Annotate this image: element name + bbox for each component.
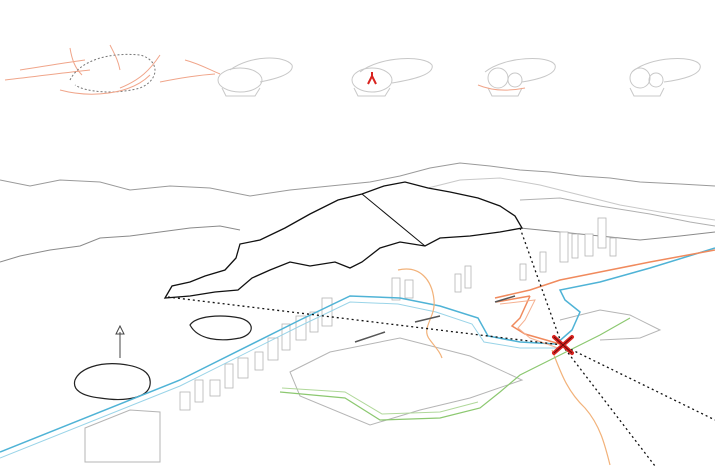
building (209, 379, 221, 397)
mountain-outline (163, 181, 524, 299)
building (571, 233, 579, 259)
waterfront-line-inner (0, 301, 560, 459)
concept-step-5 (629, 58, 701, 97)
waterfront-box (84, 409, 161, 463)
sightline-west (167, 296, 563, 346)
concept-step-4 (477, 58, 556, 97)
building (237, 357, 249, 379)
building (464, 265, 472, 289)
site-area-east (559, 309, 662, 341)
building (597, 217, 607, 249)
river-line-south (551, 349, 611, 466)
concept-step-3 (351, 58, 433, 97)
road-line-2 (499, 299, 559, 349)
site-area (289, 337, 524, 426)
far-ridge-line-2 (419, 177, 715, 221)
concept-step-1 (4, 44, 161, 95)
sightline-south (561, 344, 656, 467)
building (321, 297, 333, 327)
building (519, 263, 527, 281)
building (559, 231, 569, 263)
building (194, 379, 204, 403)
building (609, 237, 617, 257)
sightline-east (561, 344, 715, 421)
building (281, 323, 291, 351)
mountain-ridge (361, 193, 426, 247)
concept-sequence (4, 44, 701, 97)
far-ridge-line (0, 162, 715, 197)
building (224, 363, 234, 389)
building (267, 337, 279, 361)
waterfront-line (0, 247, 715, 453)
island-center (189, 315, 252, 341)
building (584, 233, 594, 257)
building (179, 391, 191, 411)
building (539, 251, 547, 273)
island-west (73, 363, 151, 401)
green-path (279, 317, 631, 421)
road-line (494, 249, 715, 345)
pier-marks (354, 295, 516, 343)
mid-ridge-line-2 (519, 197, 715, 227)
sightline-north (519, 227, 563, 346)
building (391, 277, 401, 301)
sightlines (167, 227, 715, 467)
building-cluster (179, 217, 617, 411)
site-marker-icon (552, 335, 574, 355)
building (309, 311, 319, 333)
river-line (397, 268, 443, 359)
building (404, 279, 414, 299)
building (454, 273, 462, 293)
concept-step-2 (159, 57, 293, 97)
building (254, 351, 264, 371)
lighthouse-icon (115, 324, 125, 358)
mid-ridge-line (0, 225, 715, 263)
green-path-2 (281, 387, 479, 415)
